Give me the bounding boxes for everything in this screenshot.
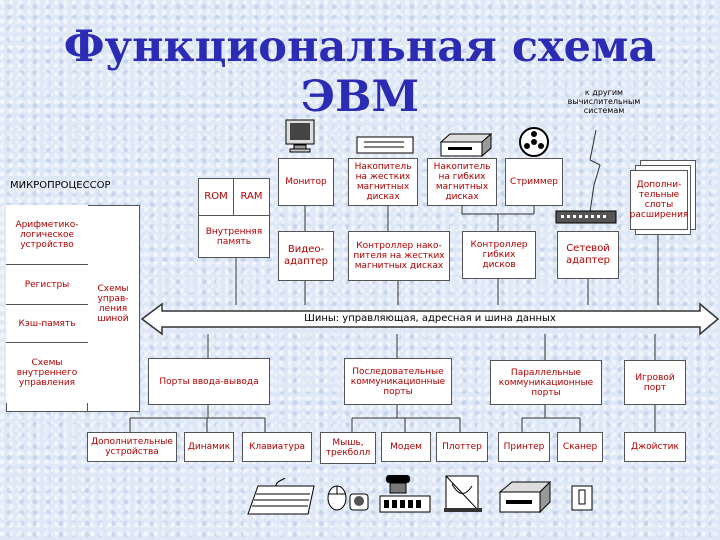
system-bus-arrow: [140, 302, 720, 336]
game-port-box: Игровой порт: [624, 360, 686, 405]
modem-box: Модем: [381, 432, 431, 462]
page-title: Функциональная схема ЭВМ: [63, 22, 657, 122]
serial-ports-box: Последовательные коммуникационные порты: [344, 358, 452, 405]
monitor-box: Монитор: [278, 158, 334, 206]
monitor-icon: [285, 119, 315, 153]
bus-label: Шины: управляющая, адресная и шина данны…: [304, 313, 556, 324]
cache-box: Кэш-память: [6, 305, 88, 343]
slots-box: Дополни-тельные слоты расширения: [630, 170, 688, 230]
streamer-icon: [519, 127, 549, 157]
mouse-box: Мышь, трекболл: [320, 432, 376, 464]
plotter-box: Плоттер: [436, 432, 488, 462]
hdd-box: Накопитель на жестких магнитных дисках: [348, 158, 418, 206]
hdd-icon: [356, 136, 414, 154]
keyboard-icon: [247, 478, 315, 515]
hdd-controller-box: Контроллер нако-пителя на жестких магнит…: [348, 231, 450, 281]
alu-box: Арифметико-логическое устройство: [6, 205, 88, 265]
joystick-icon: [571, 485, 593, 511]
modem-icon: [379, 475, 431, 513]
fdd-icon: [440, 132, 492, 158]
fdd-controller-box: Контроллер гибких дисков: [462, 231, 536, 279]
io-ports-box: Порты ввода-вывода: [148, 358, 270, 405]
rom-box: ROM: [198, 178, 234, 216]
joystick-box: Джойстик: [624, 432, 686, 462]
network-hub-icon: [555, 210, 617, 224]
scanner-box: Сканер: [557, 432, 603, 462]
registers-box: Регистры: [6, 265, 88, 305]
trackball-icon: [349, 493, 369, 511]
extra-devices-box: Дополнительные устройства: [87, 432, 177, 462]
speaker-box: Динамик: [184, 432, 234, 462]
cpu-heading: МИКРОПРОЦЕССОР: [10, 180, 111, 191]
fdd-box: Накопитель на гибких магнитных дисках: [427, 158, 497, 206]
control-box: Схемы внутреннего управления: [6, 343, 88, 403]
ram-box: RAM: [233, 178, 270, 216]
mouse-icon: [327, 485, 347, 511]
plotter-icon: [444, 475, 482, 512]
network-adapter-box: Сетевой адаптер: [557, 231, 619, 279]
network-note: к другим вычислительным системам: [567, 88, 641, 115]
internal-memory-box: Внутренняя память: [205, 226, 263, 247]
streamer-box: Стриммер: [505, 158, 563, 206]
bus-control-box: Схемы управ-ления шиной: [90, 275, 136, 333]
keyboard-box: Клавиатура: [242, 432, 312, 462]
video-adapter-box: Видео-адаптер: [278, 231, 334, 281]
printer-icon: [498, 480, 552, 514]
printer-box: Принтер: [498, 432, 550, 462]
parallel-ports-box: Параллельные коммуникационные порты: [490, 360, 602, 405]
